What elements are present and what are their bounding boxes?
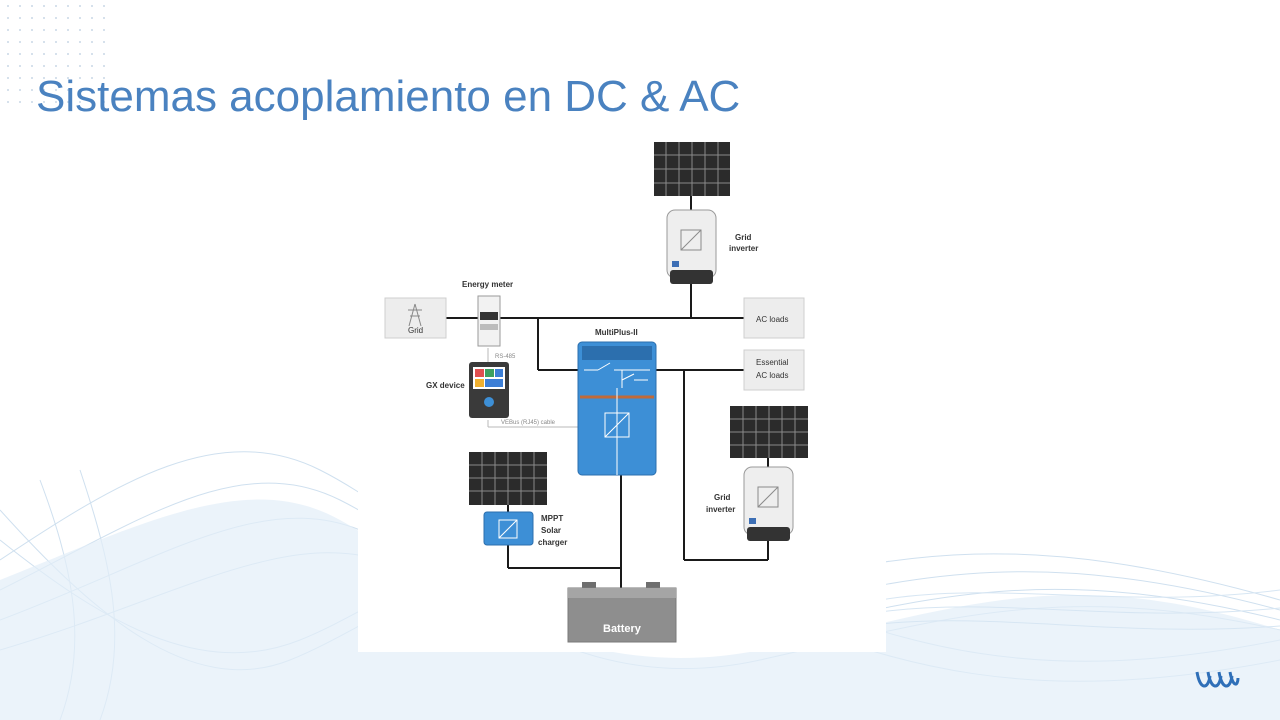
solar-panel-icon (730, 406, 808, 458)
energy-meter-label: Energy meter (462, 280, 513, 289)
multiplus-unit (577, 341, 657, 476)
grid-label: Grid (408, 326, 423, 335)
solar-panel-icon (469, 452, 547, 505)
logo-icon (1195, 671, 1240, 688)
grid-inverter-right-label-2: inverter (706, 505, 735, 514)
battery (567, 582, 677, 643)
essential-loads-label-1: Essential (756, 358, 789, 367)
essential-loads-label-2: AC loads (756, 371, 788, 380)
gx-device (469, 362, 509, 418)
grid-pylon-icon (408, 303, 422, 327)
rs485-label: RS-485 (495, 354, 516, 360)
grid-inverter-top-label-2: inverter (729, 244, 758, 253)
energy-meter (477, 295, 501, 347)
mppt-label-1: MPPT (541, 514, 563, 523)
ac-loads-label: AC loads (756, 315, 788, 324)
solar-panel-icon (654, 142, 730, 196)
grid-inverter-top-label-1: Grid (735, 233, 752, 242)
essential-ac-loads-box (743, 349, 805, 391)
gx-device-label: GX device (426, 381, 465, 390)
mppt-label-3: charger (538, 538, 567, 547)
grid-box (384, 297, 447, 339)
multiplus-label: MultiPlus-II (595, 328, 638, 337)
mppt-label-2: Solar (541, 526, 561, 535)
mppt-charger (483, 511, 534, 546)
slide-title: Sistemas acoplamiento en DC & AC (36, 72, 741, 121)
inverter-icon (743, 466, 794, 541)
grid-inverter-right-label-1: Grid (714, 493, 731, 502)
system-diagram: Grid inverter Grid Energy meter RS-485 G… (358, 130, 886, 652)
vebus-cable-label: VEBus (RJ45) cable (501, 420, 556, 426)
inverter-icon (666, 209, 717, 284)
battery-label: Battery (603, 623, 642, 635)
wiring (446, 196, 769, 588)
rs485-cable (487, 348, 580, 428)
ac-loads-box (743, 297, 805, 339)
dot-grid-decoration (7, 5, 105, 103)
